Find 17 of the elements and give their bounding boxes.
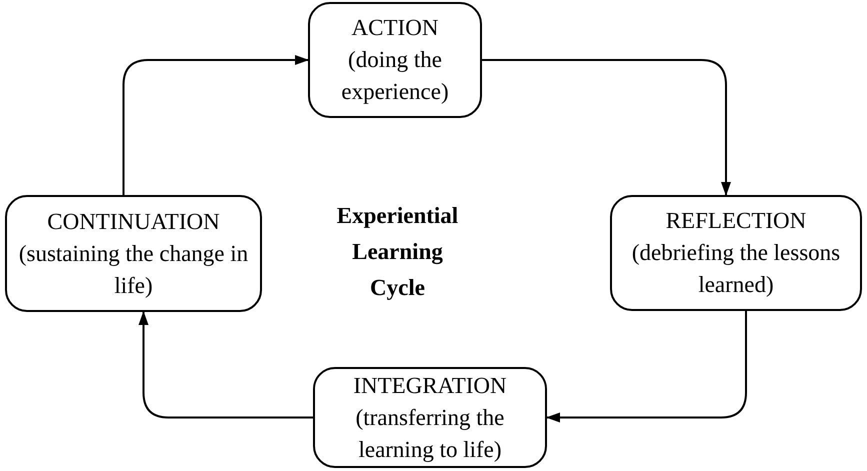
- cycle-label: Experiential Learning Cycle: [336, 202, 460, 302]
- arrow: [546, 311, 747, 422]
- stage-box: [308, 2, 482, 118]
- stage-box: [610, 195, 862, 311]
- arrow: [482, 59, 731, 196]
- stage-box: [313, 367, 547, 468]
- arrow: [138, 311, 313, 418]
- stage-title: REFLECTION: [666, 207, 806, 235]
- stage-title: ACTION: [352, 14, 438, 42]
- stage-description: (sustaining the change in life): [18, 240, 250, 300]
- arrow: [122, 55, 309, 195]
- stage-description: (debriefing the lessons learned): [630, 239, 842, 299]
- stage-description: (doing the experience): [340, 46, 450, 106]
- stage-title: CONTINUATION: [47, 208, 220, 236]
- stage-description: (transferring the learning to life): [354, 404, 506, 464]
- stage-title: INTEGRATION: [353, 372, 507, 400]
- stage-box: [5, 195, 262, 312]
